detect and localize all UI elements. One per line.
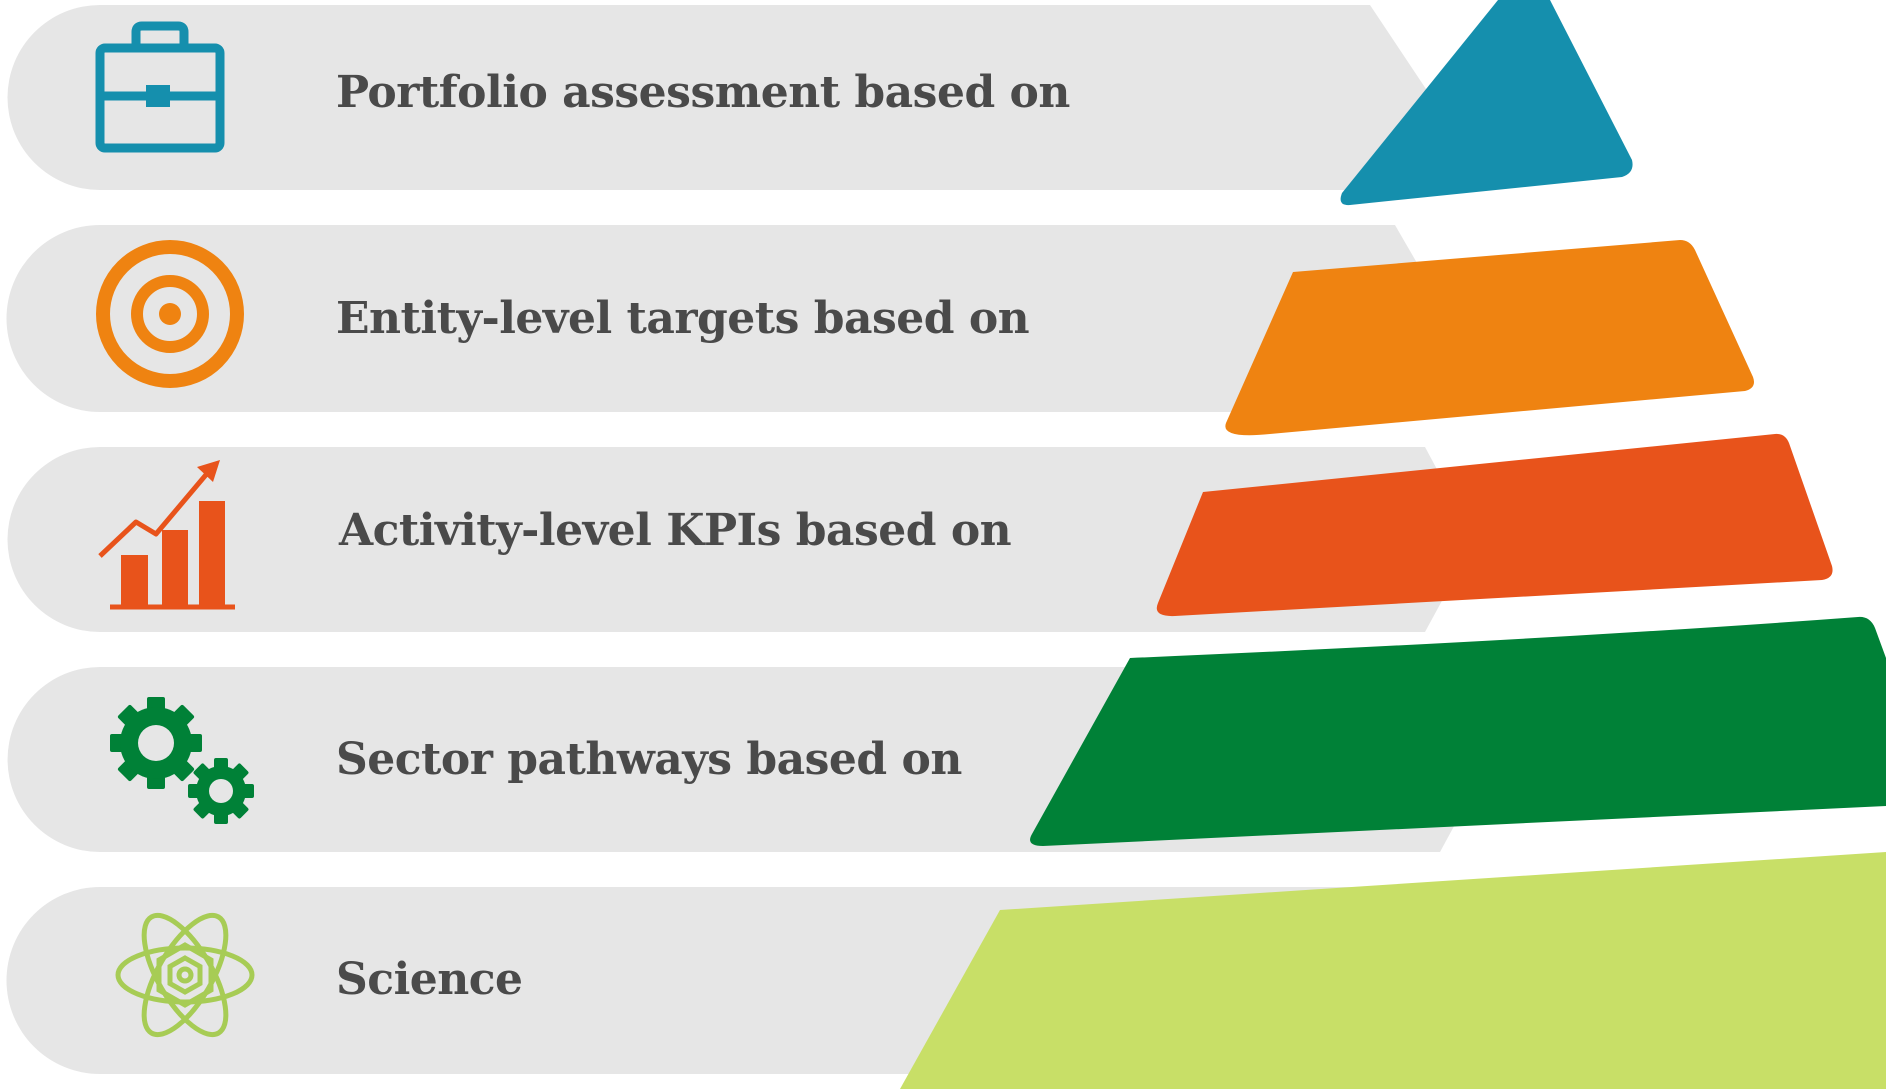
level-label-science: Science: [336, 954, 523, 1005]
level-label-portfolio: Portfolio assessment based on: [336, 67, 1070, 118]
level-label-activity: Activity-level KPIs based on: [338, 505, 1011, 556]
growth-chart-icon: [98, 460, 235, 610]
band-entity: [6, 225, 1450, 412]
atom-icon: [115, 912, 255, 1038]
gears-icon: [110, 697, 254, 824]
pyramid-layer-sector: [1030, 616, 1886, 846]
briefcase-icon: [95, 21, 225, 153]
level-label-sector: Sector pathways based on: [336, 734, 962, 785]
pyramid-layer-science: [900, 852, 1886, 1089]
pyramid-layer-activity: [1156, 433, 1833, 617]
level-label-entity: Entity-level targets based on: [336, 293, 1029, 344]
target-icon: [96, 240, 244, 388]
pyramid-layer-portfolio: [1340, 0, 1633, 206]
band-portfolio: [7, 5, 1431, 190]
band-activity: [7, 447, 1476, 632]
pyramid-layer-entity: [1225, 240, 1754, 436]
